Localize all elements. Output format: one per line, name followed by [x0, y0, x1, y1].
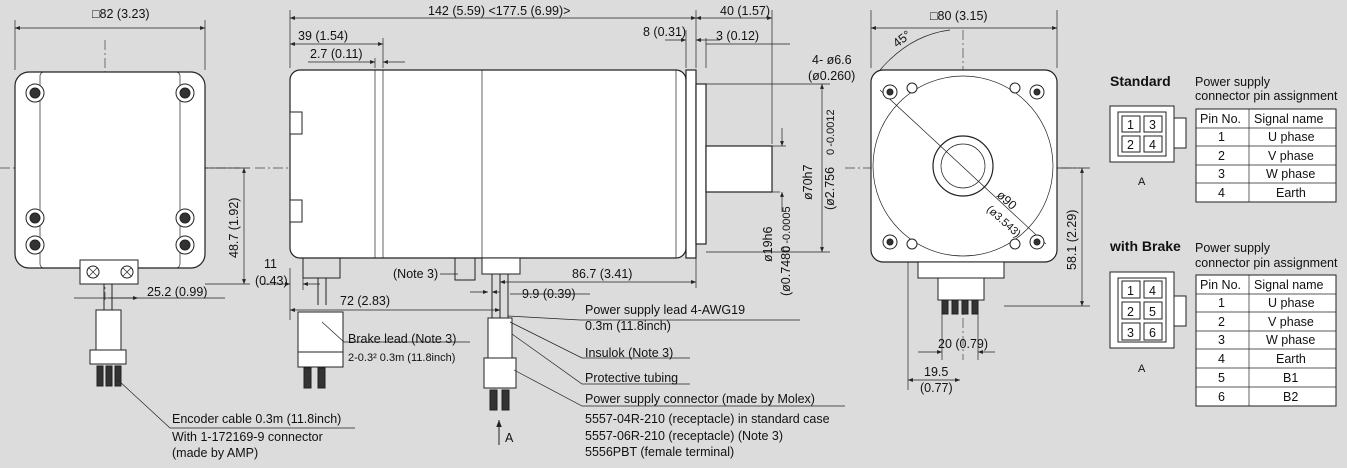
dim-39: 39 (1.54)	[298, 29, 348, 43]
mount-hole-icon	[882, 82, 1045, 250]
dim-20: 20 (0.79)	[938, 337, 988, 351]
dim-front-square: □82 (3.23)	[92, 7, 150, 21]
encoder-note-3: (made by AMP)	[172, 446, 258, 460]
table-cell: V phase	[1268, 315, 1314, 329]
table-cell: V phase	[1268, 149, 1314, 163]
brake-lead-spec: 2-0.3² 0.3m (11.8inch)	[348, 352, 455, 364]
dim-spigot-tol: 0 -0.0012	[825, 109, 837, 155]
note-3-label: (Note 3)	[393, 267, 438, 281]
encoder-note-1: Encoder cable 0.3m (11.8inch)	[172, 412, 341, 426]
brake-pin: 1	[1127, 284, 1134, 298]
front-view: □82 (3.23) 48.7 (1.92) 25.2 (0.99) Encod…	[0, 7, 355, 460]
table-cell: Earth	[1276, 186, 1306, 200]
table-cell: B2	[1283, 390, 1298, 404]
dim-2-7: 2.7 (0.11)	[310, 47, 363, 61]
dim-shaft-in: (ø0.7480	[779, 246, 793, 296]
encoder-note-2: With 1-172169-9 connector	[172, 430, 323, 444]
standard-title: Standard	[1110, 73, 1171, 89]
standard-pin: 3	[1149, 118, 1156, 132]
brake-pin: 2	[1127, 305, 1134, 319]
brake-table-rows: 1 U phase 2 V phase 3 W phase 4 Earth 5 …	[1218, 296, 1315, 404]
connector-spec-3: 5556PBT (female terminal)	[585, 445, 734, 459]
side-body	[289, 69, 687, 259]
dim-86-7: 86.7 (3.41)	[572, 267, 632, 281]
brake-lead-label: Brake lead (Note 3)	[348, 332, 456, 346]
dim-bolt-hole-in: (ø0.260)	[808, 69, 855, 83]
view-arrow-a: A	[505, 431, 514, 445]
standard-table-rows: 1 U phase 2 V phase 3 W phase 4 Earth	[1218, 130, 1315, 200]
table-cell: W phase	[1266, 167, 1315, 181]
table-cell: U phase	[1268, 130, 1315, 144]
dim-bolt-hole: 4- ø6.6	[812, 53, 852, 67]
dim-3: 3 (0.12)	[716, 29, 759, 43]
table-cell: 2	[1218, 149, 1225, 163]
brake-title: with Brake	[1109, 238, 1181, 254]
dim-front-height: 48.7 (1.92)	[227, 198, 241, 258]
standard-header-signal: Signal name	[1254, 112, 1324, 126]
dim-flange-square: □80 (3.15)	[930, 9, 988, 23]
tubing-label: Protective tubing	[585, 371, 678, 385]
dim-shaft-tol: 0 -0.0005	[781, 206, 793, 252]
power-lead-length: 0.3m (11.8inch)	[585, 319, 671, 333]
dim-11: 11	[264, 257, 277, 271]
brake-connector-section: with Brake Power supply connector pin as…	[1109, 238, 1338, 407]
dim-19-5-in: (0.77)	[920, 381, 953, 395]
table-cell: 4	[1218, 186, 1225, 200]
front-body	[14, 71, 206, 269]
table-cell: 2	[1218, 315, 1225, 329]
standard-subtitle-1: Power supply	[1195, 75, 1271, 89]
brake-pin: 5	[1149, 305, 1156, 319]
standard-view-label: A	[1138, 176, 1146, 188]
standard-subtitle-2: connector pin assignment	[1195, 89, 1338, 103]
standard-connector-section: Standard Power supply connector pin assi…	[1109, 73, 1338, 203]
insulok-label: Insulok (Note 3)	[585, 346, 673, 360]
connector-label: Power supply connector (made by Molex)	[585, 392, 815, 406]
brake-subtitle-2: connector pin assignment	[1195, 256, 1338, 270]
brake-pin: 6	[1149, 326, 1156, 340]
dim-spigot-in: (ø2.756	[823, 167, 837, 210]
connector-spec-1: 5557-04R-210 (receptacle) in standard ca…	[585, 412, 830, 426]
table-cell: 1	[1218, 296, 1225, 310]
brake-header-signal: Signal name	[1254, 278, 1324, 292]
brake-header-pin: Pin No.	[1200, 278, 1241, 292]
dim-shaft: ø19h6	[761, 227, 775, 262]
standard-pin: 2	[1127, 138, 1134, 152]
side-view: A 142 (5.59) <177.5 (6.99)> 40 (1.57) 39…	[255, 4, 855, 459]
brake-pin: 3	[1127, 326, 1134, 340]
standard-header-pin: Pin No.	[1200, 112, 1241, 126]
dim-8: 8 (0.31)	[643, 25, 686, 39]
dim-total-length: 142 (5.59) <177.5 (6.99)>	[428, 4, 570, 18]
dim-angle: 45°	[890, 28, 914, 51]
table-cell: 4	[1218, 352, 1225, 366]
standard-pin: 1	[1127, 118, 1134, 132]
dim-11-in: (0.43)	[255, 274, 288, 288]
connector-spec-2: 5557-06R-210 (receptacle) (Note 3)	[585, 429, 783, 443]
table-cell: 5	[1218, 371, 1225, 385]
flange-view: □80 (3.15) 45° ø90 (ø3.543) 58.1 (2.29) …	[845, 9, 1090, 395]
brake-subtitle-1: Power supply	[1195, 241, 1271, 255]
table-cell: 3	[1218, 333, 1225, 347]
dim-19-5: 19.5	[924, 365, 948, 379]
motor-shaft	[705, 145, 773, 193]
dim-spigot: ø70h7	[801, 165, 815, 200]
table-cell: 1	[1218, 130, 1225, 144]
standard-pin: 4	[1149, 138, 1156, 152]
table-cell: 6	[1218, 390, 1225, 404]
corner-screw-icon	[25, 83, 195, 255]
brake-pin: 4	[1149, 284, 1156, 298]
brake-view-label: A	[1138, 363, 1146, 375]
dim-shaft-length: 40 (1.57)	[720, 4, 770, 18]
dim-front-connector: 25.2 (0.99)	[147, 285, 207, 299]
power-lead-label: Power supply lead 4-AWG19	[585, 303, 745, 317]
dim-58-1: 58.1 (2.29)	[1065, 210, 1079, 270]
dim-72: 72 (2.83)	[340, 294, 390, 308]
table-cell: U phase	[1268, 296, 1315, 310]
table-cell: B1	[1283, 371, 1298, 385]
table-cell: Earth	[1276, 352, 1306, 366]
table-cell: 3	[1218, 167, 1225, 181]
table-cell: W phase	[1266, 333, 1315, 347]
